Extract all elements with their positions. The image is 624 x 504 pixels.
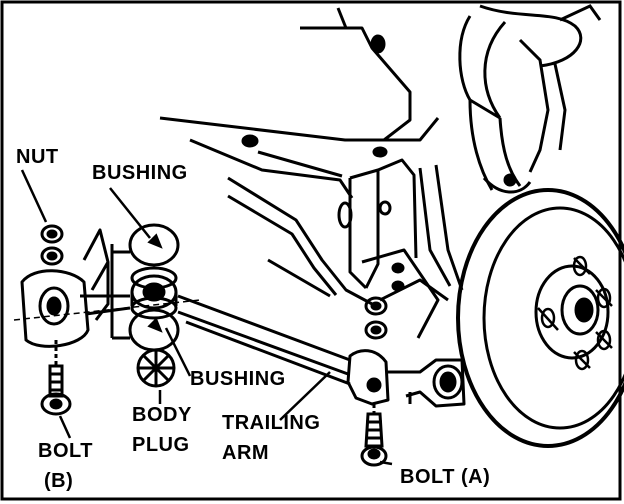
bushing-stack bbox=[80, 223, 180, 388]
leader-bushing-bottom bbox=[164, 327, 192, 377]
label-bushing-top: BUSHING bbox=[92, 162, 188, 184]
label-bolt-a: BOLT (A) bbox=[400, 466, 491, 488]
label-bolt-b-tag: (B) bbox=[44, 470, 74, 492]
nut-stack-a bbox=[364, 296, 388, 340]
assembly-centerline bbox=[13, 299, 201, 321]
nut-stack-b bbox=[40, 224, 64, 266]
trailing-arm-body bbox=[177, 294, 466, 408]
leader-trailing-arm bbox=[279, 371, 331, 421]
label-arm: ARM bbox=[222, 442, 270, 464]
leader-bolt-a bbox=[379, 460, 393, 466]
bolt-b-part bbox=[40, 340, 72, 416]
label-trailing: TRAILING bbox=[222, 412, 321, 434]
leader-bushing-top bbox=[109, 187, 151, 239]
body-bracket bbox=[20, 228, 110, 348]
body-structure bbox=[159, 7, 464, 339]
label-bolt-b: BOLT bbox=[38, 440, 93, 462]
label-plug: PLUG bbox=[132, 434, 190, 456]
spring-strut bbox=[458, 4, 602, 194]
leader-lines bbox=[20, 169, 393, 466]
bolt-a-part bbox=[360, 404, 388, 467]
leader-nut bbox=[20, 169, 48, 223]
label-bushing-bottom: BUSHING bbox=[190, 368, 286, 390]
leader-bolt-b bbox=[58, 415, 72, 439]
brake-drum bbox=[456, 188, 624, 448]
label-nut: NUT bbox=[16, 146, 59, 168]
label-body: BODY bbox=[132, 404, 192, 426]
